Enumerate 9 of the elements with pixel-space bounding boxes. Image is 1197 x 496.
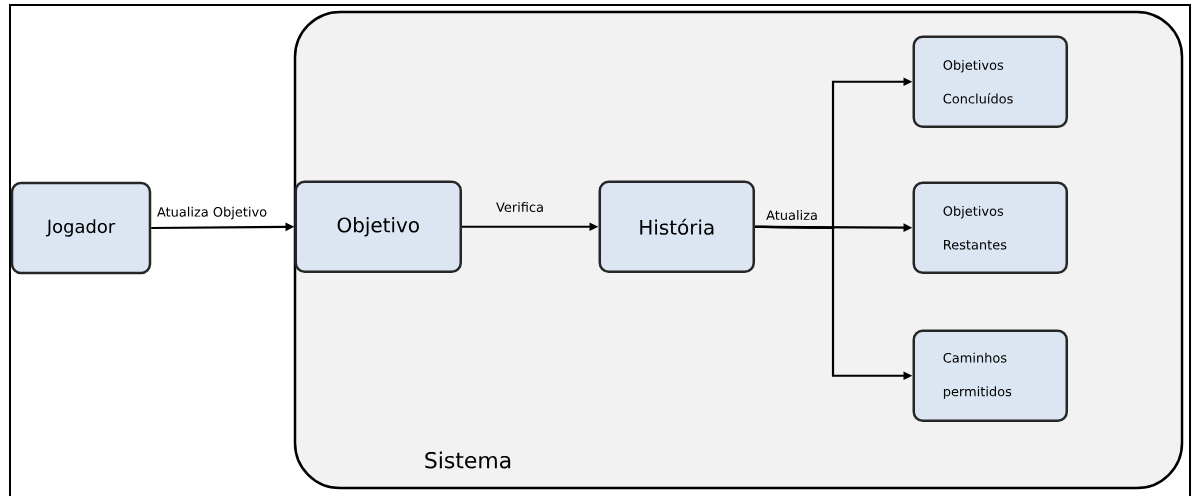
process-box: Caminhos permitidos <box>912 329 1068 422</box>
edge-label: Atualiza Objetivo <box>157 206 267 220</box>
edge-label: Atualiza <box>766 210 817 220</box>
process-box: Objetivo <box>294 180 462 273</box>
process-box: Objetivos Restantes <box>912 181 1068 274</box>
process-box: Objetivos Concluídos <box>912 35 1068 128</box>
process-box: Jogador <box>10 181 152 275</box>
edge-label: Verifica <box>496 202 543 212</box>
process-box: História <box>598 180 755 273</box>
